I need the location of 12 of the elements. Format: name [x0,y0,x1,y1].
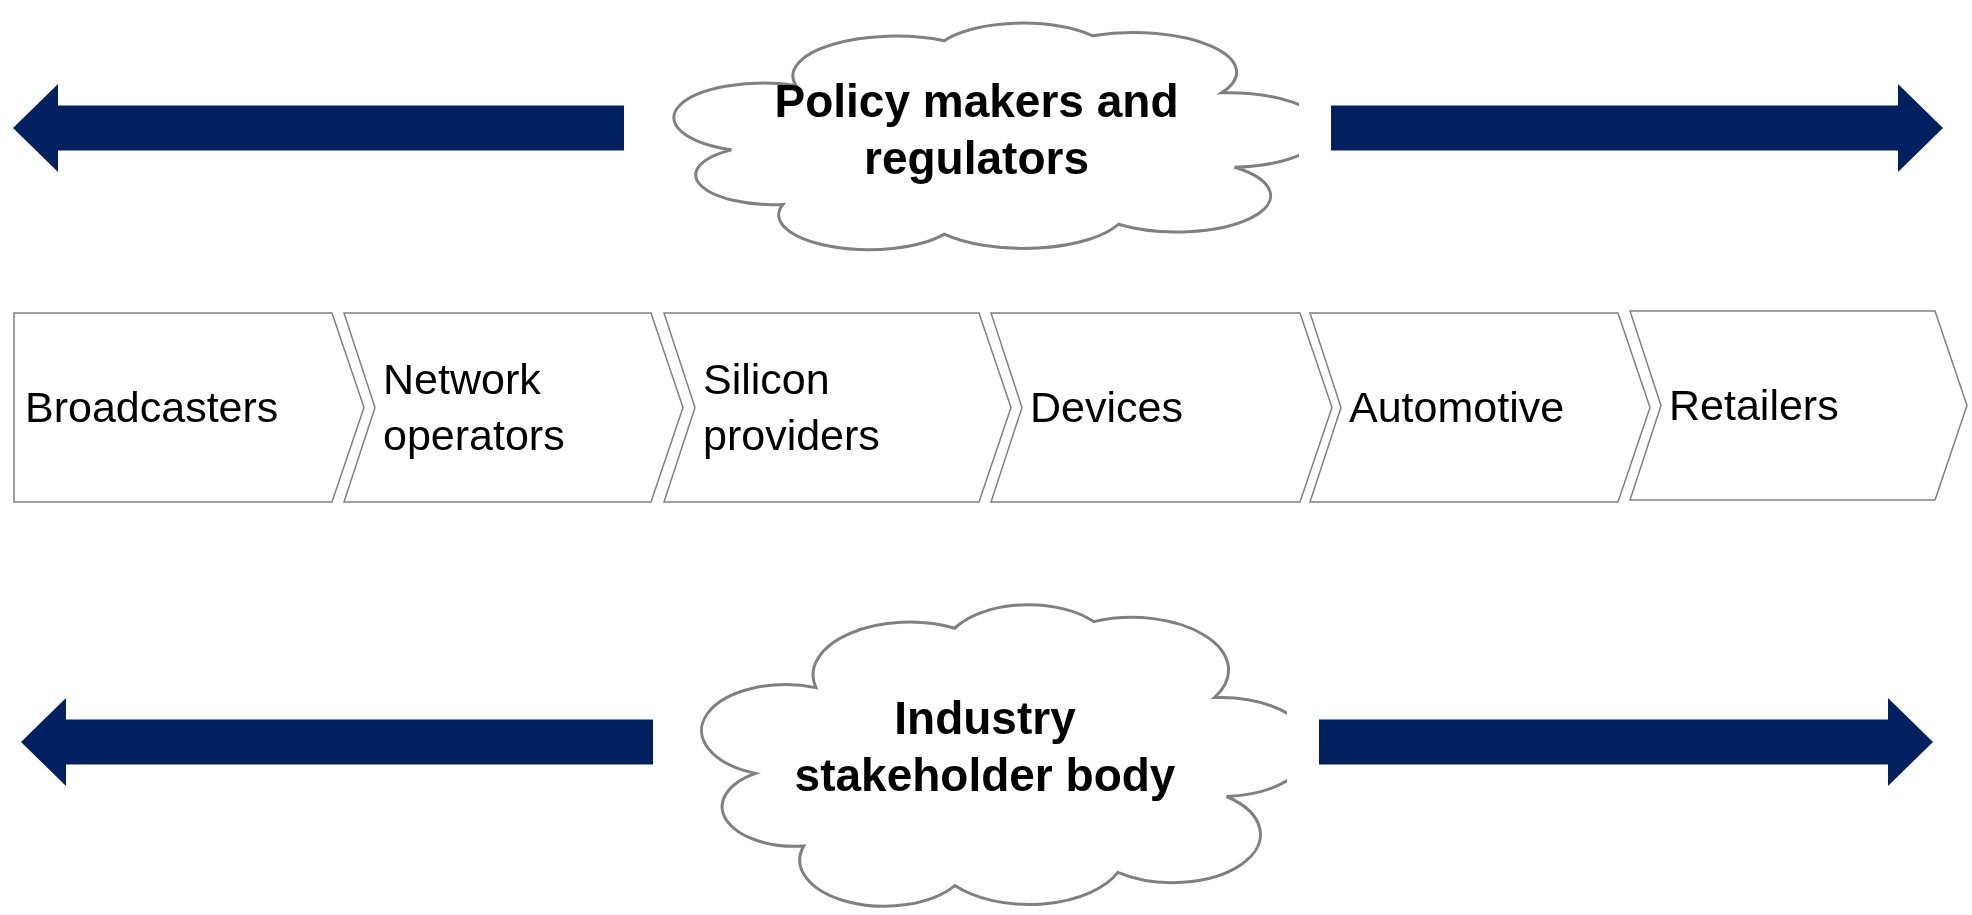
chevron-label: Silicon providers [703,353,881,461]
arrow [1331,84,1943,172]
arrow [21,698,653,786]
chevron-label: Retailers [1669,379,1840,431]
cloud-label: Policy makers and regulators [773,73,1180,186]
cloud-label: Industry stakeholder body [793,690,1177,803]
chevron-label: Broadcasters [25,381,280,433]
arrow [13,84,624,172]
arrow [1319,698,1933,786]
chevron-label: Network operators [383,353,566,461]
chevron-label: Automotive [1349,381,1566,433]
chevron-label: Devices [1030,381,1184,433]
